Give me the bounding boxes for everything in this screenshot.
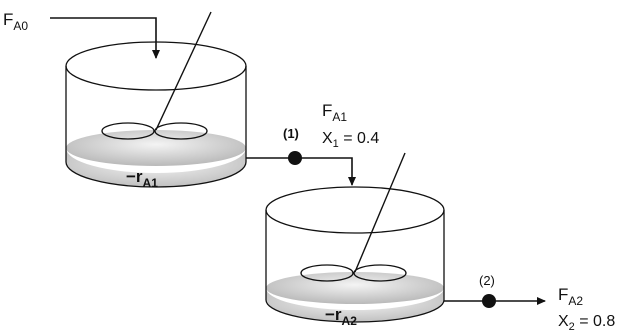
reactor-2-impeller-left: [300, 264, 354, 282]
feed-label: FA0: [3, 10, 28, 33]
flow-2-label: FA2: [558, 285, 583, 308]
feed-flow-arrow: [50, 17, 160, 59]
reactor-1-agitator-shaft: [155, 11, 212, 131]
sample-point-1: [288, 151, 302, 165]
reactor-2-impeller-right: [353, 264, 407, 282]
rate-1-label: −rA1: [126, 167, 158, 190]
conversion-1-label: X1 = 0.4: [322, 130, 379, 150]
intermediate-flow-arrow: [246, 157, 356, 186]
conversion-2-label: X2 = 0.8: [558, 313, 615, 333]
reactor-2-agitator-shaft: [354, 152, 406, 273]
reactor-1-impeller-right: [154, 122, 208, 140]
reactor-2-liquid-surface: [266, 272, 444, 304]
reactor-1: [65, 11, 247, 188]
sample-point-2: [482, 294, 496, 308]
reactor-1-liquid: [66, 148, 246, 187]
reactor-2: [265, 152, 445, 323]
flow-1-label: FA1: [322, 101, 347, 124]
reactor-1-bottom: [65, 161, 247, 188]
reactor-2-bottom: [265, 299, 445, 323]
rate-2-label: −rA2: [325, 305, 357, 328]
point-1-label: (1): [283, 126, 299, 141]
reactor-1-liquid-surface: [66, 130, 246, 166]
reactor-2-liquid: [266, 288, 444, 322]
reactor-1-impeller-left: [101, 122, 155, 140]
point-2-label: (2): [479, 273, 495, 288]
reactor-2-top-rim: [265, 186, 445, 234]
